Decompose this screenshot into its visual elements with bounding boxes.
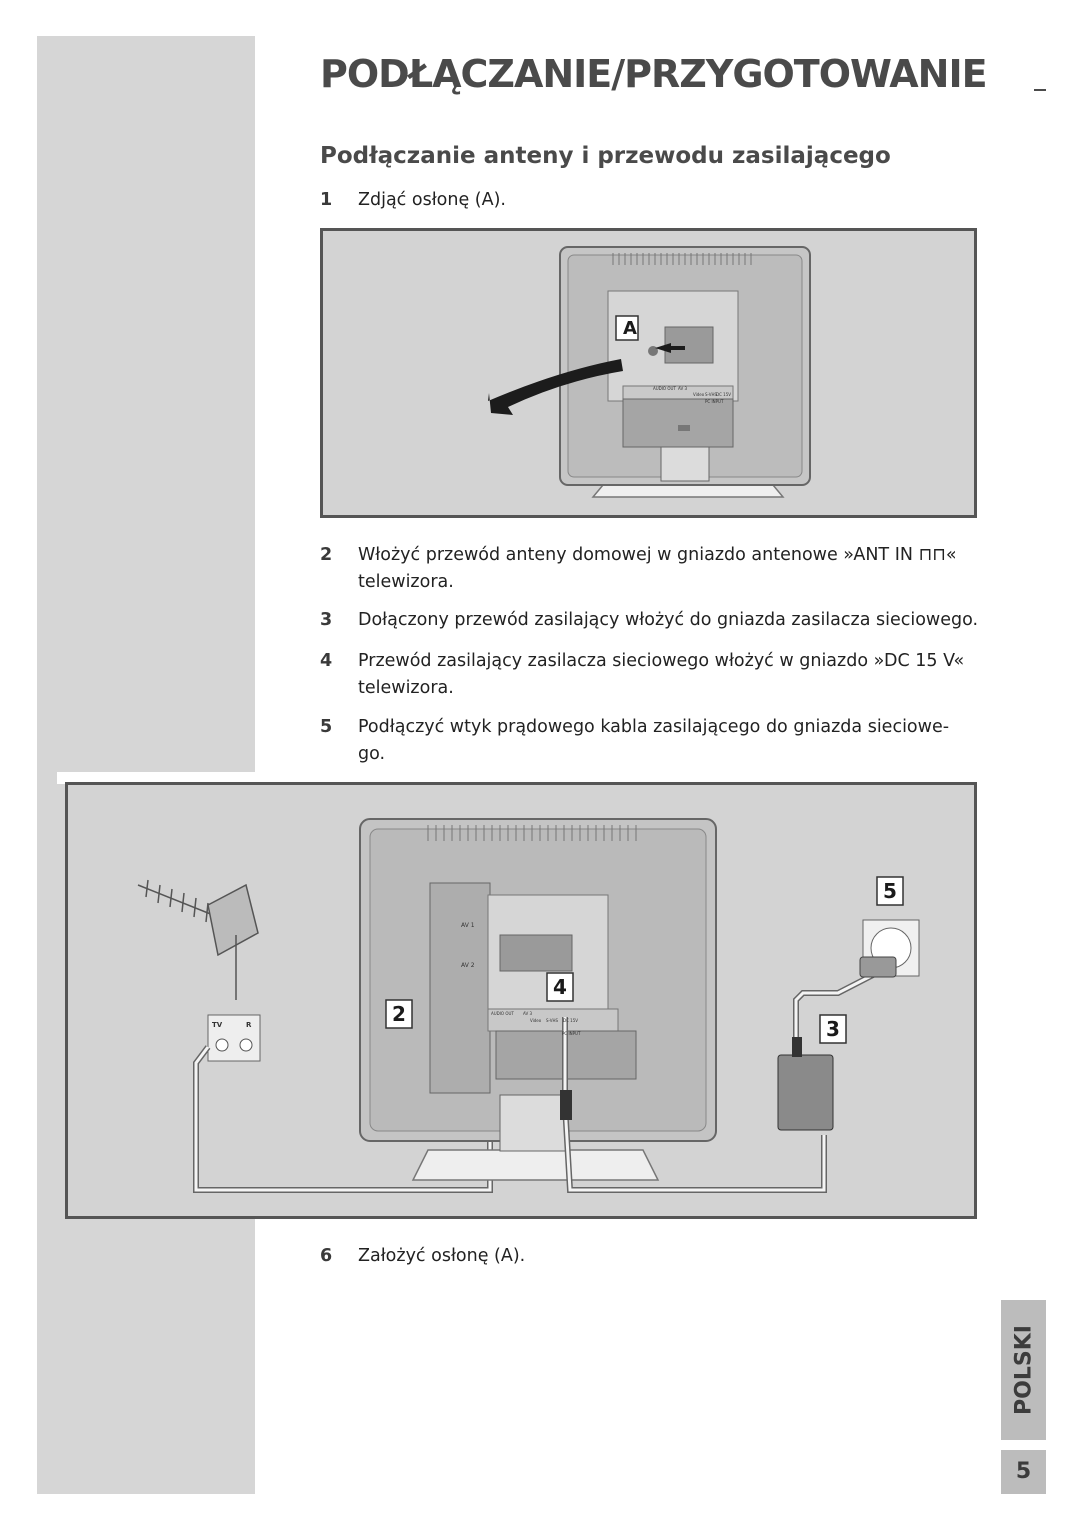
panel-label: AUDIO OUT: [491, 1011, 514, 1016]
callout-3: 3: [826, 1017, 840, 1041]
callout-5: 5: [883, 879, 897, 903]
step-number: 2: [320, 545, 333, 565]
step-text: Włożyć przewód anteny domowej w gniazdo …: [358, 545, 957, 592]
figure-remove-cover: A AUDIO OUT AV 3 Video S-VHS DC 15V PC I…: [320, 228, 977, 518]
title-rule: [1034, 89, 1046, 91]
panel-label: AUDIO OUT: [653, 386, 676, 391]
panel-label: PC INPUT: [705, 399, 724, 404]
panel-label: AV 3: [523, 1011, 533, 1016]
step-6: 6 Założyć osłonę (A).: [320, 1243, 980, 1270]
step-3: 3 Dołączony przewód zasilający włożyć do…: [320, 607, 980, 634]
step-number: 6: [320, 1246, 333, 1266]
socket-label-r: R: [246, 1021, 252, 1029]
step-2: 2 Włożyć przewód anteny domowej w gniazd…: [320, 542, 980, 596]
step-number: 3: [320, 610, 333, 630]
callout-a: A: [623, 318, 637, 339]
figure-notch: [57, 772, 255, 784]
step-text: Dołączony przewód zasilający włożyć do g…: [358, 610, 979, 630]
step-text: Założyć osłonę (A).: [358, 1246, 526, 1266]
step-text: Podłączyć wtyk prądowego kabla zasilając…: [358, 717, 950, 764]
step-number: 1: [320, 190, 333, 210]
step-number: 5: [320, 717, 333, 737]
panel-label: PC INPUT: [562, 1031, 581, 1036]
panel-label: AV 3: [678, 386, 688, 391]
language-tab: POLSKI: [1001, 1300, 1046, 1440]
panel-label: DC 15V: [716, 392, 731, 397]
antenna-icon: [137, 879, 259, 1000]
callout-4: 4: [553, 975, 567, 999]
step-text: Przewód zasilający zasilacza sieciowego …: [358, 651, 965, 698]
step-5: 5 Podłączyć wtyk prądowego kabla zasilaj…: [320, 714, 980, 768]
side-label-av1: AV 1: [461, 922, 475, 929]
step-number: 4: [320, 651, 333, 671]
callout-2: 2: [392, 1002, 406, 1026]
socket-label-tv: TV: [212, 1021, 223, 1029]
step-1: 1 Zdjąć osłonę (A).: [320, 187, 980, 214]
step-4: 4 Przewód zasilający zasilacza siecioweg…: [320, 648, 980, 702]
left-sidebar-band: [37, 36, 255, 1494]
panel-label: DC 15V: [563, 1018, 578, 1023]
step-text: Zdjąć osłonę (A).: [358, 190, 506, 210]
panel-label: S-VHS: [546, 1018, 559, 1023]
language-label: POLSKI: [1011, 1325, 1036, 1415]
connection-illustration: [137, 818, 920, 1193]
panel-label: Video: [530, 1018, 542, 1023]
tv-back-illustration: [488, 246, 811, 498]
page-title: PODŁĄCZANIE/PRZYGOTOWANIE: [320, 52, 988, 96]
figure-connections: 5 4 2 3 AV 1 AV 2 AUDIO OUT AV 3 Video S…: [65, 782, 977, 1219]
side-label-av2: AV 2: [461, 962, 475, 969]
panel-label: Video: [693, 392, 705, 397]
page-number: 5: [1001, 1450, 1046, 1494]
section-heading: Podłączanie anteny i przewodu zasilające…: [320, 143, 891, 169]
panel-label: S-VHS: [705, 392, 718, 397]
